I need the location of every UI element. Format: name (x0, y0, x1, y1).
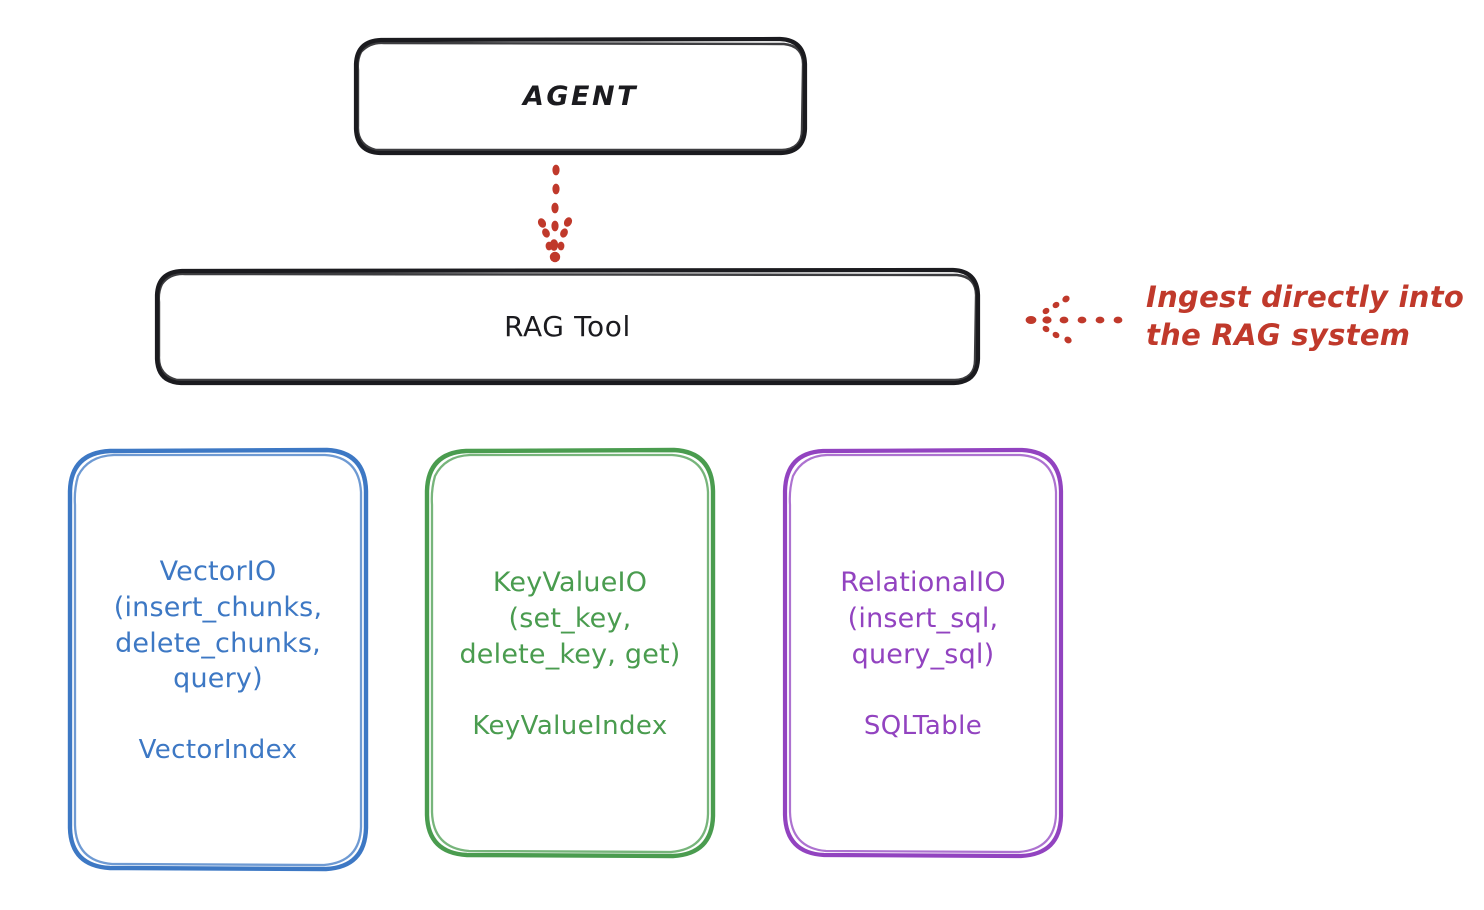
keyvalueio-index-label: KeyValueIndex (472, 710, 668, 741)
rag-tool-node[interactable]: RAG Tool (157, 270, 978, 383)
keyvalueio-node[interactable]: KeyValueIO (set_key, delete_key, get) Ke… (427, 450, 713, 856)
keyvalueio-box-outline (424, 447, 716, 859)
keyvalueio-api-label: KeyValueIO (set_key, delete_key, get) (459, 567, 681, 670)
relationalio-box-outline (782, 447, 1064, 859)
vectorio-box-outline (67, 447, 369, 872)
agent-box-outline (353, 36, 808, 156)
agent-label: AGENT (522, 80, 638, 112)
ingest-arrow (1025, 295, 1123, 344)
relationalio-node[interactable]: RelationalIO (insert_sql, query_sql) SQL… (785, 450, 1061, 856)
relationalio-index-label: SQLTable (863, 710, 983, 741)
vectorio-index-label: VectorIndex (138, 735, 298, 766)
ingest-annotation-label: Ingest directly into the RAG system (1146, 280, 1465, 353)
rag-tool-box-outline (154, 267, 981, 386)
vectorio-api-label: VectorIO (insert_chunks, delete_chunks, … (113, 555, 323, 695)
vectorio-node[interactable]: VectorIO (insert_chunks, delete_chunks, … (70, 450, 366, 869)
agent-to-rag-tool-arrow (537, 164, 573, 263)
relationalio-api-label: RelationalIO (insert_sql, query_sql) (840, 567, 1006, 670)
agent-node[interactable]: AGENT (356, 39, 805, 153)
rag-tool-label: RAG Tool (504, 310, 631, 343)
